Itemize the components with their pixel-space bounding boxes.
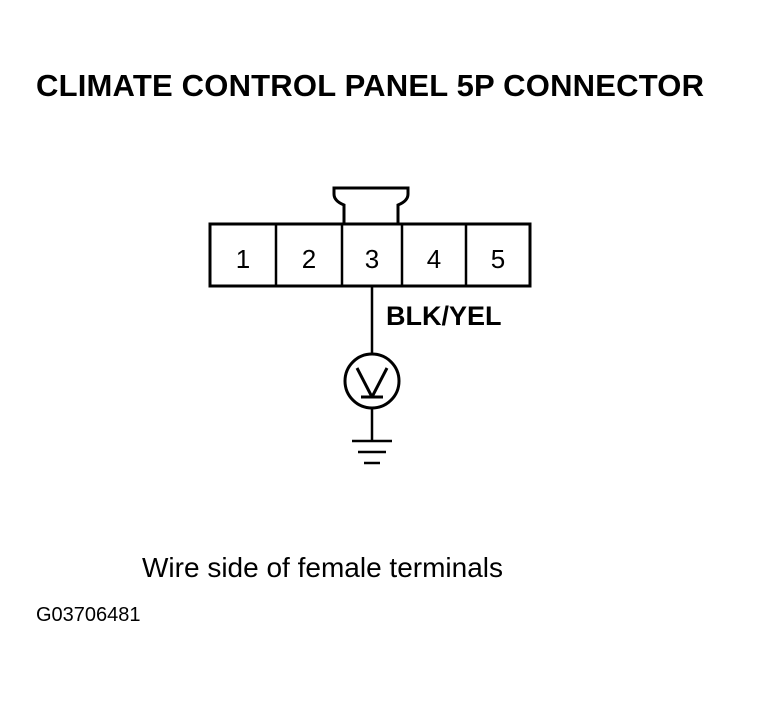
figure-id: G03706481 [36,604,141,626]
terminal-4-label: 4 [427,244,441,274]
ground-icon [352,439,392,465]
connector-body [208,222,532,288]
terminal-5-label: 5 [491,244,505,274]
terminal-2-label: 2 [302,244,316,274]
diagram-caption: Wire side of female terminals [142,552,504,583]
voltmeter-icon [343,352,401,410]
terminal-1-label: 1 [236,244,250,274]
wire-color-label: BLK/YEL [386,301,502,331]
diagram-title: CLIMATE CONTROL PANEL 5P CONNECTOR [36,68,705,103]
connector-lock-tab [332,186,410,224]
terminal-3-label: 3 [365,244,379,274]
